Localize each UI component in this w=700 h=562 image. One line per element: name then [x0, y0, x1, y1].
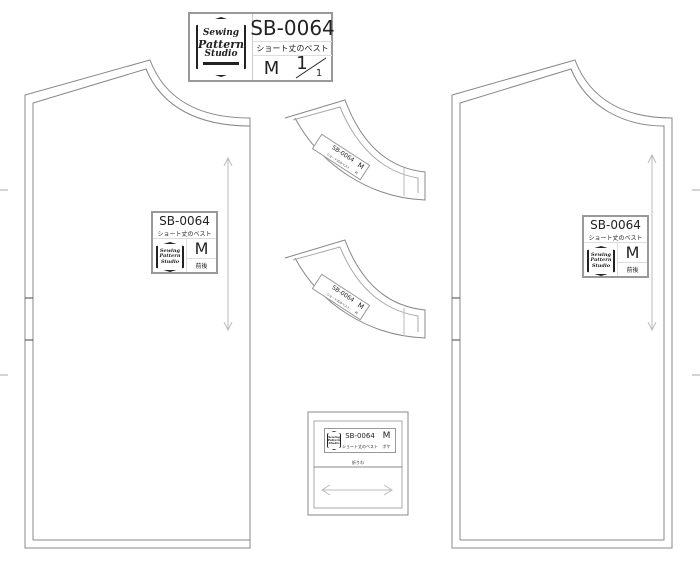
pattern-code: SB-0064	[345, 431, 375, 440]
title-block: Sewing Pattern Studio SB-0064 ショート丈のベスト …	[188, 12, 335, 82]
pattern-code: SB-0064	[250, 14, 335, 42]
logo-text: Sewing	[159, 248, 181, 255]
small-piece-cut-line	[307, 411, 409, 516]
piece-name: 前後	[617, 262, 647, 276]
pattern-size: M	[617, 243, 647, 262]
pattern-name: ショート丈のベスト	[584, 233, 647, 243]
logo-text: Pattern	[327, 437, 341, 442]
page-number: 1	[296, 52, 308, 74]
logo-text: Sewing	[202, 28, 240, 39]
logo-text: Sewing	[590, 252, 612, 259]
right-piece-seam-line	[459, 68, 665, 541]
logo-text: Sewing	[327, 434, 341, 439]
logo-text: Studio	[328, 441, 340, 446]
pattern-size: M	[382, 431, 391, 441]
page-slash	[295, 57, 327, 79]
right-piece-cut-line	[451, 59, 673, 549]
pattern-code: SB-0064	[590, 218, 641, 232]
logo-text: Studio	[591, 262, 611, 269]
fold-label: 折りわ	[352, 460, 364, 465]
studio-logo: Sewing Pattern Studio	[196, 17, 246, 77]
piece-name: ポケ	[382, 443, 391, 449]
pattern-name: ショート丈のベスト	[252, 42, 332, 56]
logo-text: Pattern	[197, 37, 245, 51]
page-total: 1	[315, 67, 323, 79]
logo-text: Pattern	[159, 253, 181, 260]
logo-text: Studio	[204, 49, 238, 60]
pattern-size: M	[252, 56, 290, 80]
pattern-name: ショート丈のベスト	[341, 443, 379, 449]
pattern-code: SB-0064	[159, 214, 210, 228]
logo-text: Studio	[160, 258, 180, 265]
pattern-size: M	[186, 239, 216, 258]
piece-name: 前後	[186, 258, 216, 272]
left-piece-seam-line	[32, 68, 251, 541]
left-piece-cut-line	[24, 59, 251, 549]
logo-text: Pattern	[590, 257, 612, 264]
pattern-name: ショート丈のベスト	[153, 229, 216, 239]
